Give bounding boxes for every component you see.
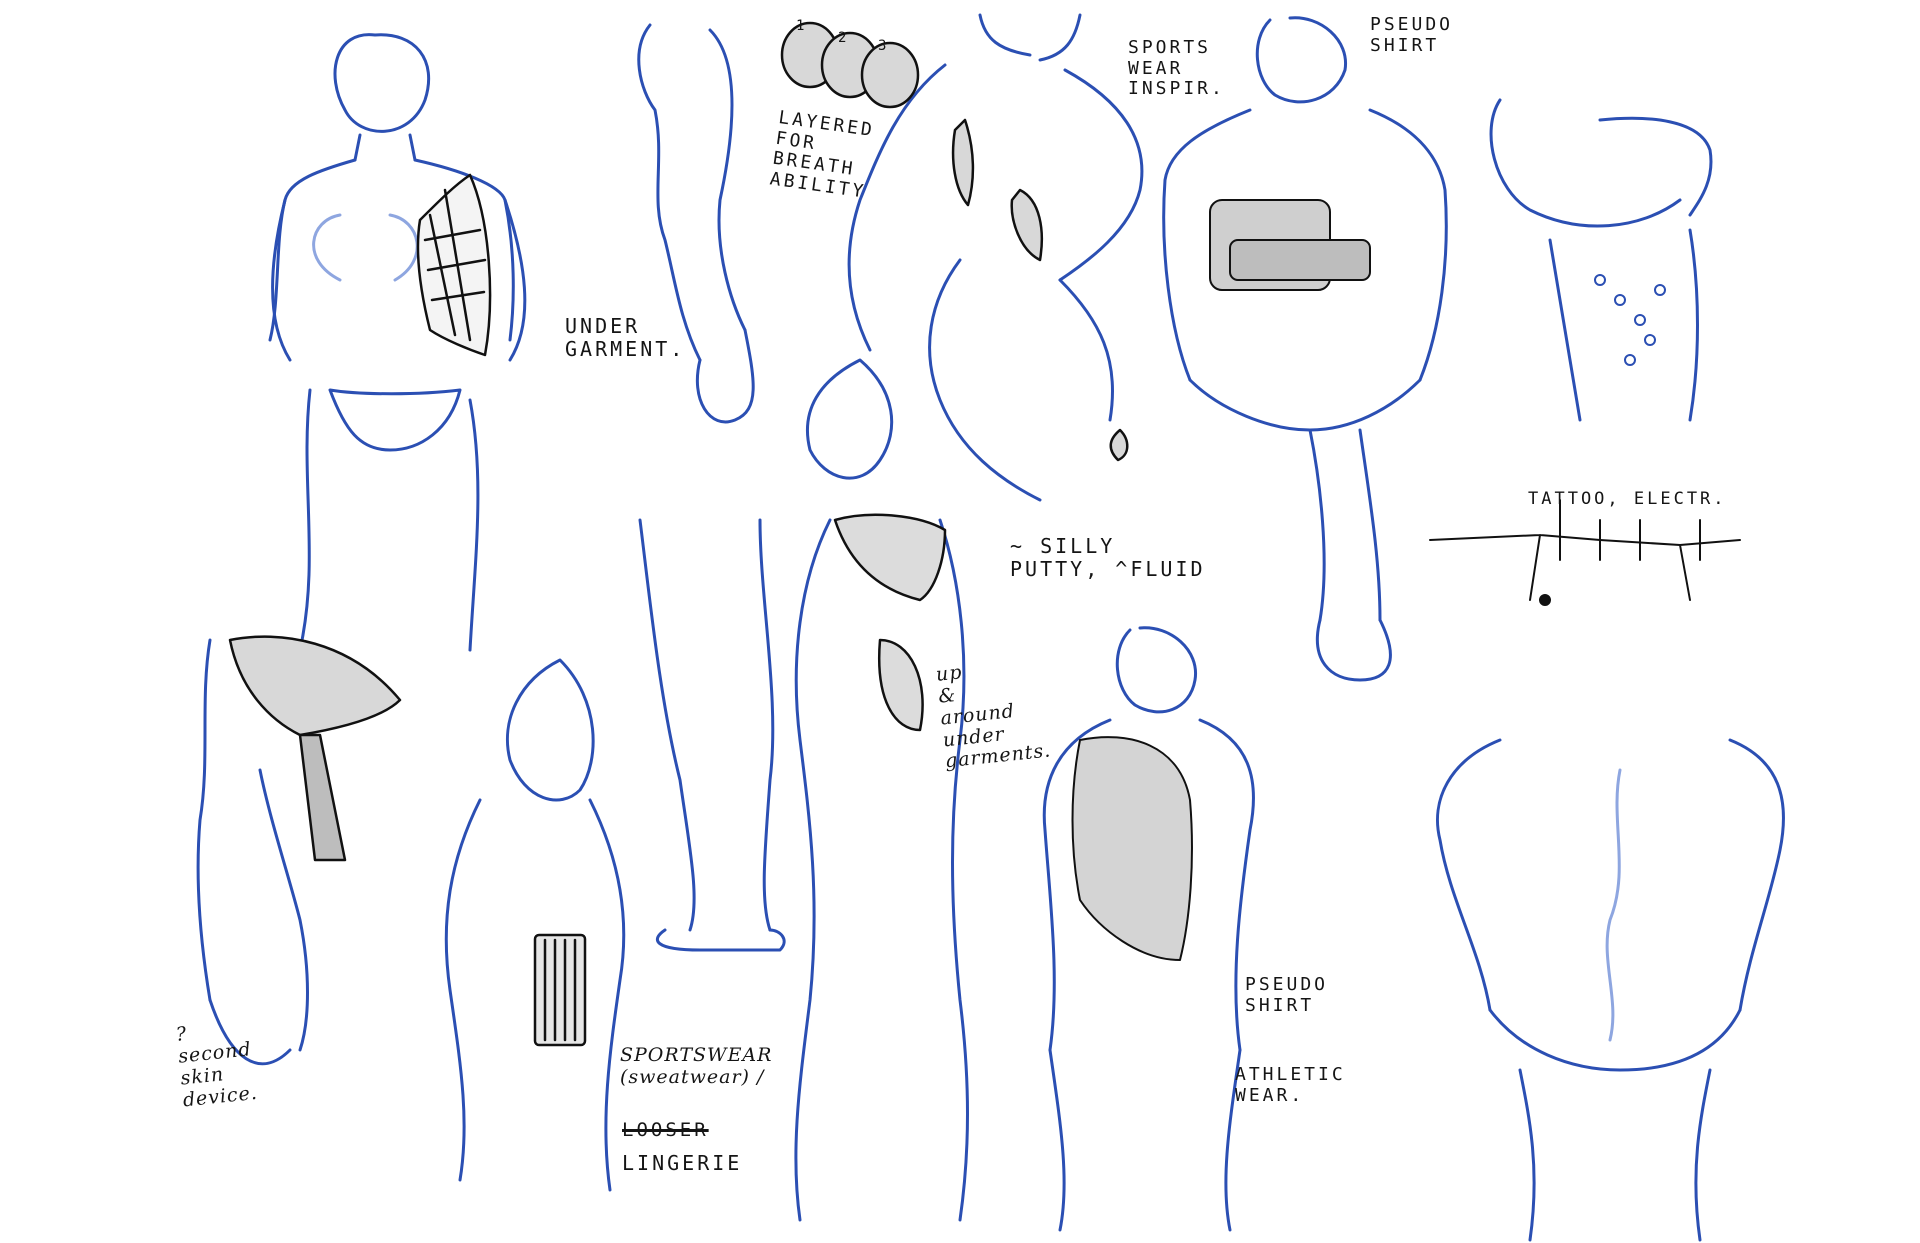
figure-neck-tattoo	[1489, 98, 1713, 422]
net-garment-middle	[833, 513, 947, 732]
note-under-garment: UNDER GARMENT.	[565, 314, 686, 361]
layered-pads	[780, 21, 1129, 462]
figure-sportswear-chest	[1162, 16, 1448, 682]
note-sportswear-inspiration: SPORTS WEAR INSPIR.	[1128, 37, 1225, 100]
circuit-tattoo	[1429, 499, 1741, 606]
figure-arm-torso	[637, 23, 786, 952]
sportswear-panel	[533, 933, 587, 1047]
note-lingerie: LINGERIE	[622, 1151, 743, 1175]
note-layered-for-breathability: LAYERED FOR BREATH ABILITY	[768, 107, 877, 203]
figure-middle-side	[794, 358, 969, 1222]
note-struck-word: LOOSER	[622, 1119, 709, 1141]
net-garment-back	[1071, 736, 1193, 961]
note-pseudo-shirt-bottom: PSEUDO SHIRT	[1245, 974, 1329, 1016]
note-up-and-around: up & around under garments.	[934, 661, 1053, 773]
figure-back-pseudo-shirt	[1042, 626, 1255, 1232]
note-numbers-2: 2	[838, 30, 850, 46]
figure-side-sportswear	[444, 658, 626, 1192]
figure-back-spine	[1436, 738, 1785, 1242]
note-numbers-1: 1	[796, 18, 808, 34]
figure-bottom-left	[196, 638, 309, 1066]
net-garment-front	[416, 173, 492, 357]
note-athletic-wear: ATHLETIC WEAR.	[1235, 1064, 1346, 1106]
note-pseudo-shirt-top: PSEUDO SHIRT	[1370, 14, 1454, 56]
net-garment-bottom-left	[228, 635, 402, 862]
figure-front-undergarment	[268, 33, 527, 652]
figure-top-middle	[847, 13, 1144, 502]
note-silly-putty-fluid: ~ SILLY PUTTY, ^FLUID	[1010, 534, 1206, 581]
note-second-skin-device: ? second skin device.	[174, 1022, 259, 1112]
dot-pattern-neck	[1594, 274, 1666, 366]
note-tattoo-electronic: TATTOO, ELECTR.	[1528, 489, 1727, 509]
cell-pattern-chest	[1209, 199, 1371, 291]
note-numbers-3: 3	[878, 38, 890, 54]
note-sportswear-sweatwear: SPORTSWEAR (sweatwear) /	[620, 1044, 773, 1088]
